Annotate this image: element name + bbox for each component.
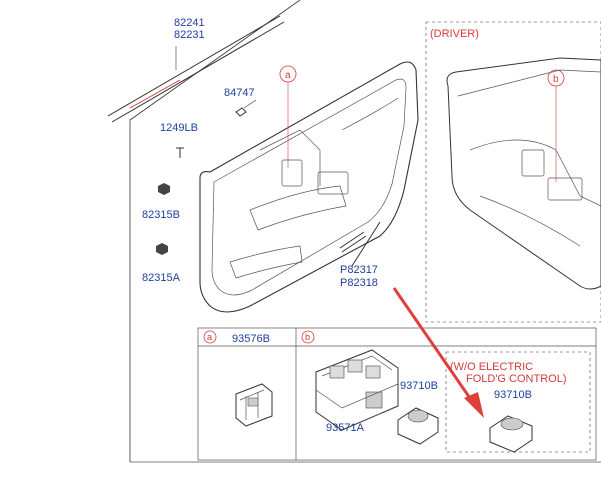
- part-1249lb: 1249LB: [160, 122, 198, 134]
- driver-label: (DRIVER): [430, 28, 479, 40]
- part-82315a: 82315A: [142, 272, 181, 284]
- switch-93571a-icon: [315, 349, 399, 431]
- screw-1249lb-icon: [176, 147, 184, 158]
- wo-line2: FOLD'G CONTROL): [466, 373, 567, 385]
- part-82231: 82231: [174, 29, 205, 41]
- diagram-frame: [129, 0, 301, 462]
- belt-moulding: [107, 15, 285, 123]
- driver-door-trim-panel: [446, 57, 601, 290]
- leader-84747: [243, 99, 257, 109]
- callout-b-driver-label: b: [553, 74, 559, 85]
- nut-82315a-icon: [156, 243, 168, 255]
- fastener-p82318-icon: [351, 221, 381, 267]
- part-82315b: 82315B: [142, 209, 180, 221]
- table-callout-a-label: a: [207, 332, 212, 342]
- driver-panel-border: [425, 21, 601, 323]
- clip-84747-icon: [235, 107, 247, 117]
- mirror-switch-left-icon: [397, 407, 439, 445]
- table-callout-b-circle: [301, 330, 315, 344]
- red-pointer-arrow: [392, 287, 484, 418]
- part-93710b-left: 93710B: [400, 380, 438, 392]
- part-84747: 84747: [224, 87, 255, 99]
- switch-93576b-icon: [235, 383, 273, 427]
- door-trim-panel: [199, 61, 419, 313]
- part-93571a: 93571A: [326, 422, 365, 434]
- wo-electric-box: [445, 351, 591, 453]
- part-p82318: P82318: [340, 277, 378, 289]
- part-p82317: P82317: [340, 264, 378, 276]
- nut-82315b-icon: [158, 183, 170, 195]
- table-callout-b-label: b: [305, 332, 310, 342]
- callout-a-label: a: [285, 70, 291, 81]
- part-93576b: 93576B: [232, 333, 270, 345]
- switch-table: [197, 327, 597, 461]
- fastener-p82317-icon: [339, 231, 367, 253]
- mirror-switch-right-icon: [489, 415, 533, 453]
- part-93710b-right: 93710B: [494, 389, 532, 401]
- wo-line1: (W/O ELECTRIC: [450, 361, 533, 373]
- part-82241: 82241: [174, 17, 205, 29]
- table-callout-a-circle: [203, 330, 217, 344]
